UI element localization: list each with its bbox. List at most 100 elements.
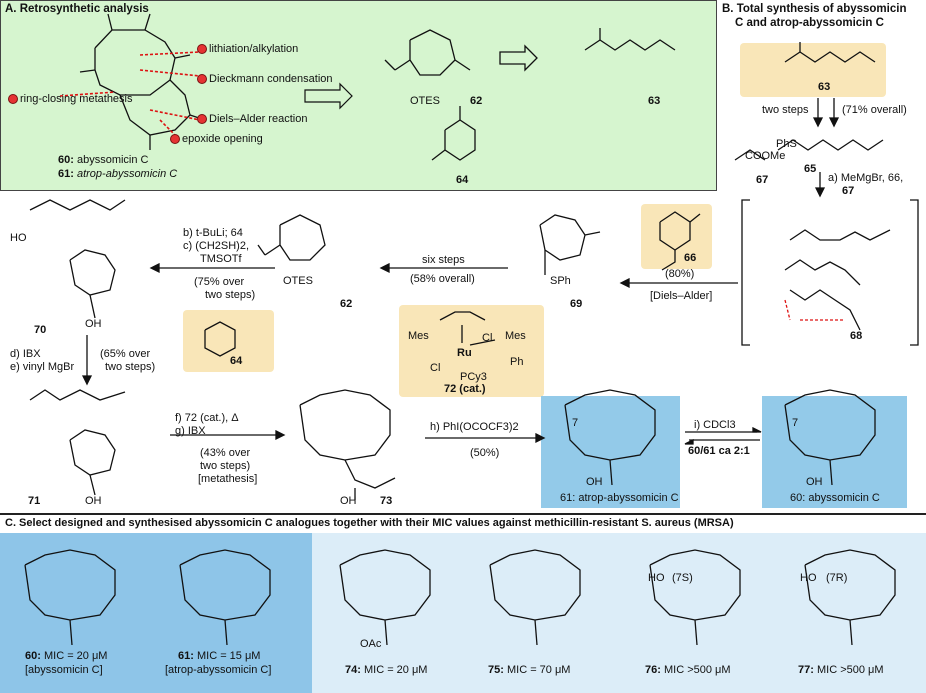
pos7-60: 7 bbox=[792, 417, 799, 429]
mic-74: 74: MIC = 20 μM bbox=[345, 664, 428, 676]
ho-76: HO bbox=[648, 572, 665, 584]
step-h: h) PhI(OCOCF3)2 bbox=[430, 421, 519, 433]
disconnection-dot-dieckmann bbox=[197, 74, 207, 84]
disconnection-dot-diels-alder bbox=[197, 114, 207, 124]
step-f: f) 72 (cat.), Δ bbox=[175, 412, 239, 424]
cmpd-63-b: 63 bbox=[818, 81, 831, 93]
cmpd-73: 73 bbox=[380, 495, 393, 507]
label-epoxide: epoxide opening bbox=[182, 133, 263, 145]
stereo-7r: (7R) bbox=[826, 572, 848, 584]
step-b: b) t-BuLi; 64 bbox=[183, 227, 243, 239]
ho-77: HO bbox=[800, 572, 817, 584]
oac-74: OAc bbox=[360, 638, 382, 650]
step-two-steps: two steps bbox=[762, 104, 809, 116]
mic-61: 61: MIC = 15 μM bbox=[178, 650, 261, 662]
step-e: e) vinyl MgBr bbox=[10, 361, 75, 373]
structure-60-cage bbox=[119, 79, 191, 136]
label-rcm: ring-closing metathesis bbox=[20, 93, 133, 105]
otes-62-a: OTES bbox=[410, 95, 440, 107]
step-de-yield2: two steps) bbox=[105, 361, 156, 373]
oh-61: OH bbox=[586, 476, 603, 488]
cl-top: Cl bbox=[482, 332, 493, 344]
box-cmpd-61 bbox=[541, 396, 680, 508]
ru-atom: Ru bbox=[457, 347, 472, 359]
box-cmpd-63 bbox=[740, 43, 886, 97]
panel-b-heading-line2: C and atrop-abyssomicin C bbox=[735, 17, 884, 29]
stereo-7s: (7S) bbox=[672, 572, 693, 584]
label-61: 61: atrop-abyssomicin C bbox=[560, 492, 679, 504]
cmpd-67: 67 bbox=[756, 174, 769, 186]
cmpd-66: 66 bbox=[684, 252, 697, 264]
mic-60-sub: [abyssomicin C] bbox=[25, 664, 103, 676]
panel-c-heading: C. Select designed and synthesised abyss… bbox=[5, 517, 734, 529]
box-cmpd-64 bbox=[183, 310, 274, 372]
ratio-60-61: 60/61 ca 2:1 bbox=[688, 445, 750, 457]
disconnection-dot-rcm bbox=[8, 94, 18, 104]
mic-75: 75: MIC = 70 μM bbox=[488, 664, 571, 676]
step-h-yield: (50%) bbox=[470, 447, 500, 459]
cmpd-63-a: 63 bbox=[648, 95, 661, 107]
cmpd-68: 68 bbox=[850, 330, 863, 342]
oh-73: OH bbox=[340, 495, 357, 507]
box-cmpd-66 bbox=[641, 204, 712, 269]
disconnection-dot-lithiation bbox=[197, 44, 207, 54]
cl-bottom: Cl bbox=[430, 362, 441, 374]
step-c: c) (CH2SH)2, bbox=[183, 240, 250, 252]
mic-77: 77: MIC >500 μM bbox=[798, 664, 884, 676]
mic-61-sub: [atrop-abyssomicin C] bbox=[165, 664, 272, 676]
six-steps: six steps bbox=[422, 254, 465, 266]
oh-70: OH bbox=[85, 318, 102, 330]
box-cmpd-72 bbox=[399, 305, 544, 397]
step-de-yield: (65% over bbox=[100, 348, 151, 360]
oh-71: OH bbox=[85, 495, 102, 507]
step-fg-yield: (43% over bbox=[200, 447, 251, 459]
label-diels-alder: Diels–Alder reaction bbox=[209, 113, 308, 125]
cmpd-71: 71 bbox=[28, 495, 41, 507]
cmpd-64-a: 64 bbox=[456, 174, 469, 186]
step-bc-yield: (75% over bbox=[194, 276, 245, 288]
disconnection-dot-epoxide bbox=[170, 134, 180, 144]
six-yield: (58% overall) bbox=[410, 273, 475, 285]
mes-left: Mes bbox=[408, 330, 429, 342]
step-i: i) CDCl3 bbox=[694, 419, 736, 431]
step-71-yield: (71% overall) bbox=[842, 104, 907, 116]
cmpd-64-b: 64 bbox=[230, 355, 243, 367]
step-fg-yield2: two steps) bbox=[200, 460, 251, 472]
ph-72: Ph bbox=[510, 356, 524, 368]
otes-62-b: OTES bbox=[283, 275, 313, 287]
cmpd-69: 69 bbox=[570, 298, 583, 310]
ho-70: HO bbox=[10, 232, 27, 244]
panel-b-heading-line1: B. Total synthesis of abyssomicin bbox=[722, 3, 907, 15]
cmpd-70: 70 bbox=[34, 324, 47, 336]
label-lithiation: lithiation/alkylation bbox=[209, 43, 299, 55]
da-yield: (80%) bbox=[665, 268, 695, 280]
structure-60-ring bbox=[94, 29, 176, 96]
metathesis-label: [metathesis] bbox=[198, 473, 258, 485]
pcy3: PCy3 bbox=[460, 371, 487, 383]
legend-61: 61: atrop-abyssomicin C bbox=[58, 168, 178, 180]
panel-a-heading: A. Retrosynthetic analysis bbox=[5, 3, 149, 15]
mic-60: 60: MIC = 20 μM bbox=[25, 650, 108, 662]
sph-69: SPh bbox=[550, 275, 571, 287]
step-a-67: 67 bbox=[842, 185, 855, 197]
panel-c-structures bbox=[24, 549, 896, 646]
label-dieckmann: Dieckmann condensation bbox=[209, 73, 333, 85]
step-bc-yield2: two steps) bbox=[205, 289, 256, 301]
oh-60: OH bbox=[806, 476, 823, 488]
panel-c-dark-region bbox=[0, 533, 312, 693]
phs-65: PhS bbox=[776, 138, 797, 150]
step-g: g) IBX bbox=[175, 425, 206, 437]
step-d: d) IBX bbox=[10, 348, 41, 360]
cmpd-62-a: 62 bbox=[470, 95, 483, 107]
cmpd-72: 72 (cat.) bbox=[444, 383, 486, 395]
legend-60: 60: abyssomicin C bbox=[58, 154, 149, 166]
cmpd-65: 65 bbox=[804, 163, 817, 175]
da-label: [Diels–Alder] bbox=[650, 290, 713, 302]
step-c2: TMSOTf bbox=[200, 253, 242, 265]
coome-67: COOMe bbox=[745, 150, 786, 162]
pos7-61: 7 bbox=[572, 417, 579, 429]
cmpd-62-b: 62 bbox=[340, 298, 353, 310]
mes-right: Mes bbox=[505, 330, 526, 342]
label-60: 60: abyssomicin C bbox=[790, 492, 880, 504]
